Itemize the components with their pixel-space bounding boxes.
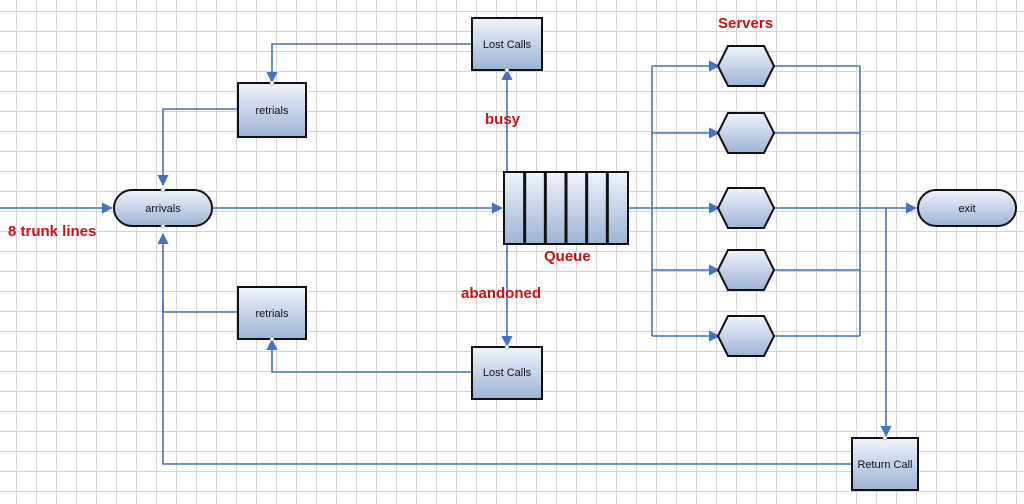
retrials-top-node: retrials xyxy=(237,82,307,138)
servers-to-exit-connectors xyxy=(774,65,918,438)
connectors xyxy=(0,43,918,465)
server-1-node xyxy=(716,45,776,87)
return-call-label: Return Call xyxy=(857,459,912,471)
queue-to-servers-connectors xyxy=(628,60,721,342)
lost-calls-top-label: Lost Calls xyxy=(483,39,532,51)
server-2-node xyxy=(716,112,776,154)
lost-calls-top-node: Lost Calls xyxy=(471,17,543,71)
queue-label: Queue xyxy=(544,248,591,265)
return-call-to-arrivals-connector xyxy=(162,300,852,465)
servers-group xyxy=(716,45,776,357)
busy-label: busy xyxy=(485,111,521,128)
lost-calls-bottom-label: Lost Calls xyxy=(483,367,532,379)
retrials-top-label: retrials xyxy=(255,105,289,117)
exit-label: exit xyxy=(958,203,975,215)
queue-slots xyxy=(523,172,609,244)
trunk-lines-label: 8 trunk lines xyxy=(8,223,96,240)
retrials-top-to-arrivals-connector xyxy=(157,108,238,187)
arrivals-node: arrivals xyxy=(113,189,213,227)
return-call-node: Return Call xyxy=(851,437,919,491)
exit-node: exit xyxy=(917,189,1017,227)
retrials-bottom-to-arrivals-connector xyxy=(157,232,238,313)
arrivals-label: arrivals xyxy=(145,203,181,215)
connection-ports xyxy=(160,67,888,441)
queue-node xyxy=(503,171,629,245)
abandoned-label: abandoned xyxy=(461,285,541,302)
server-5-node xyxy=(716,315,776,357)
lost-calls-bottom-to-retrials-connector xyxy=(266,338,472,373)
server-4-node xyxy=(716,249,776,291)
lost-calls-top-to-retrials-connector xyxy=(266,43,472,84)
retrials-bottom-node: retrials xyxy=(237,286,307,340)
lost-calls-bottom-node: Lost Calls xyxy=(471,346,543,400)
servers-label: Servers xyxy=(718,15,773,32)
server-3-node xyxy=(716,187,776,229)
retrials-bottom-label: retrials xyxy=(255,308,289,320)
